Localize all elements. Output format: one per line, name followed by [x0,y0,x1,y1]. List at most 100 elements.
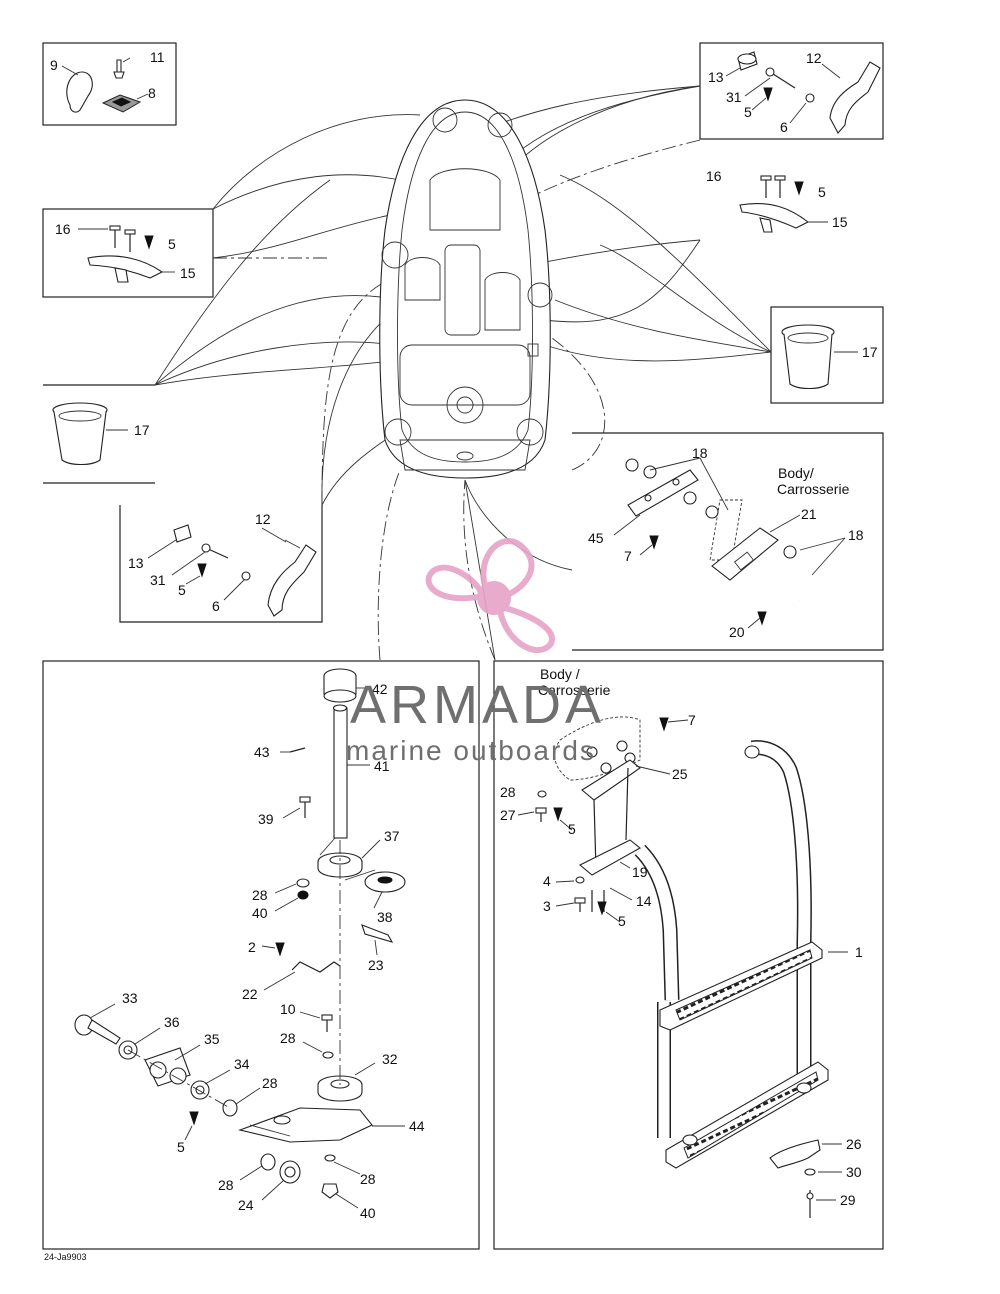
callout-8: 8 [148,85,156,101]
callout-31: 31 [726,89,742,105]
part-washer-6-mid [241,571,251,581]
callout-5-ladder-b: 5 [618,913,626,929]
part-pin-11 [113,59,125,79]
part-washer-6 [805,93,815,103]
callout-15-left: 15 [180,265,196,281]
callout-25: 25 [672,766,688,782]
callout-5: 5 [744,104,752,120]
part-washer-36 [118,1040,138,1060]
callout-45: 45 [588,530,604,546]
part-clip-8 [101,94,142,113]
callout-5-ladder-a: 5 [568,821,576,837]
part-nut-5-mid [197,563,207,578]
callout-41: 41 [374,758,390,774]
callout-5-left: 5 [168,236,176,252]
callout-12-mid: 12 [255,511,271,527]
part-strap-23 [361,924,394,943]
part-washer-28-e [324,1154,336,1162]
callout-21: 21 [801,506,817,522]
part-screw-3 [574,897,586,912]
callout-10: 10 [280,1001,296,1017]
callout-3: 3 [543,898,551,914]
part-washer-28-ladder [537,790,547,798]
part-cap-13-mid [173,524,192,543]
callout-16-left: 16 [55,221,71,237]
callout-26: 26 [846,1136,862,1152]
callout-38: 38 [377,909,393,925]
callout-35: 35 [204,1031,220,1047]
callout-28-pole: 28 [252,887,268,903]
callout-43: 43 [254,744,270,760]
part-bracket-21 [711,527,779,581]
part-clip-22 [291,961,341,973]
part-handle-12-mid [267,539,317,617]
part-nut-5-left [144,235,154,250]
part-bolt-31 [765,67,796,89]
body-label-ladder-2: Carrosserie [538,682,611,698]
callout-18-right: 18 [848,527,864,543]
callout-37: 37 [384,828,400,844]
boat-hull [379,99,553,479]
part-bracket-35 [144,1047,191,1087]
part-ubolt-18 [783,545,864,622]
callout-44: 44 [409,1118,425,1134]
part-body-panel-ladder [554,716,641,781]
part-cleat-15-right [739,202,810,233]
diagram-code: 24-Ja9903 [44,1252,87,1262]
part-nut-20 [757,611,767,626]
part-mount-32 [317,1075,363,1102]
callout-40-e: 40 [360,1205,376,1221]
callout-13: 13 [708,69,724,85]
part-knob-42 [323,668,357,703]
callout-2: 2 [248,939,256,955]
callout-30: 30 [846,1164,862,1180]
part-bolt-33 [74,1014,121,1045]
part-nuts-7-ladder [586,717,669,774]
callout-17-right: 17 [862,344,878,360]
callout-42: 42 [372,681,388,697]
part-pin-43 [289,747,306,753]
callout-19: 19 [632,864,648,880]
callout-28-d: 28 [218,1177,234,1193]
callout-7-bracket: 7 [624,548,632,564]
callout-7-ladder: 7 [688,712,696,728]
part-plate-44 [238,1107,373,1143]
callout-17-left: 17 [134,422,150,438]
callout-12: 12 [806,50,822,66]
callout-18-top: 18 [692,445,708,461]
part-nut-40-e [321,1183,339,1199]
part-plate-45 [627,469,699,517]
part-screw-27 [535,807,547,822]
part-bolt-31-mid [201,543,229,559]
callout-16-right: 16 [706,168,722,184]
box-mid-left [119,505,323,623]
part-washer-30 [804,1168,816,1176]
part-washer-4 [575,876,585,884]
callout-1: 1 [855,944,863,960]
part-bracket-19 [579,839,641,876]
part-nut-5-ladder-a [553,807,563,822]
callout-22: 22 [242,986,258,1002]
part-nut-5-ladder-b [597,901,607,916]
callout-6: 6 [780,119,788,135]
part-screws-16-left [109,225,136,252]
box-top-left [42,42,177,126]
part-pole-41 [332,704,348,839]
armada-logo [425,538,555,653]
callout-39: 39 [258,811,274,827]
body-label-top-1: Body/ [778,465,814,481]
watermark-brand: ARMADA [350,675,605,735]
body-label-top-2: Carrosserie [777,481,850,497]
part-ladder-1 [634,740,829,1169]
part-washer-28-d [260,1153,276,1171]
pole-axis [127,837,376,1109]
part-pin-29 [806,1190,814,1218]
callout-27: 27 [500,807,516,823]
callout-20: 20 [729,624,745,640]
callout-13-mid: 13 [128,555,144,571]
callout-34: 34 [234,1056,250,1072]
part-nut-5 [763,87,773,102]
part-nuts-18-top [625,458,719,519]
callout-5-pole: 5 [177,1139,185,1155]
box-right-cup [770,306,884,404]
